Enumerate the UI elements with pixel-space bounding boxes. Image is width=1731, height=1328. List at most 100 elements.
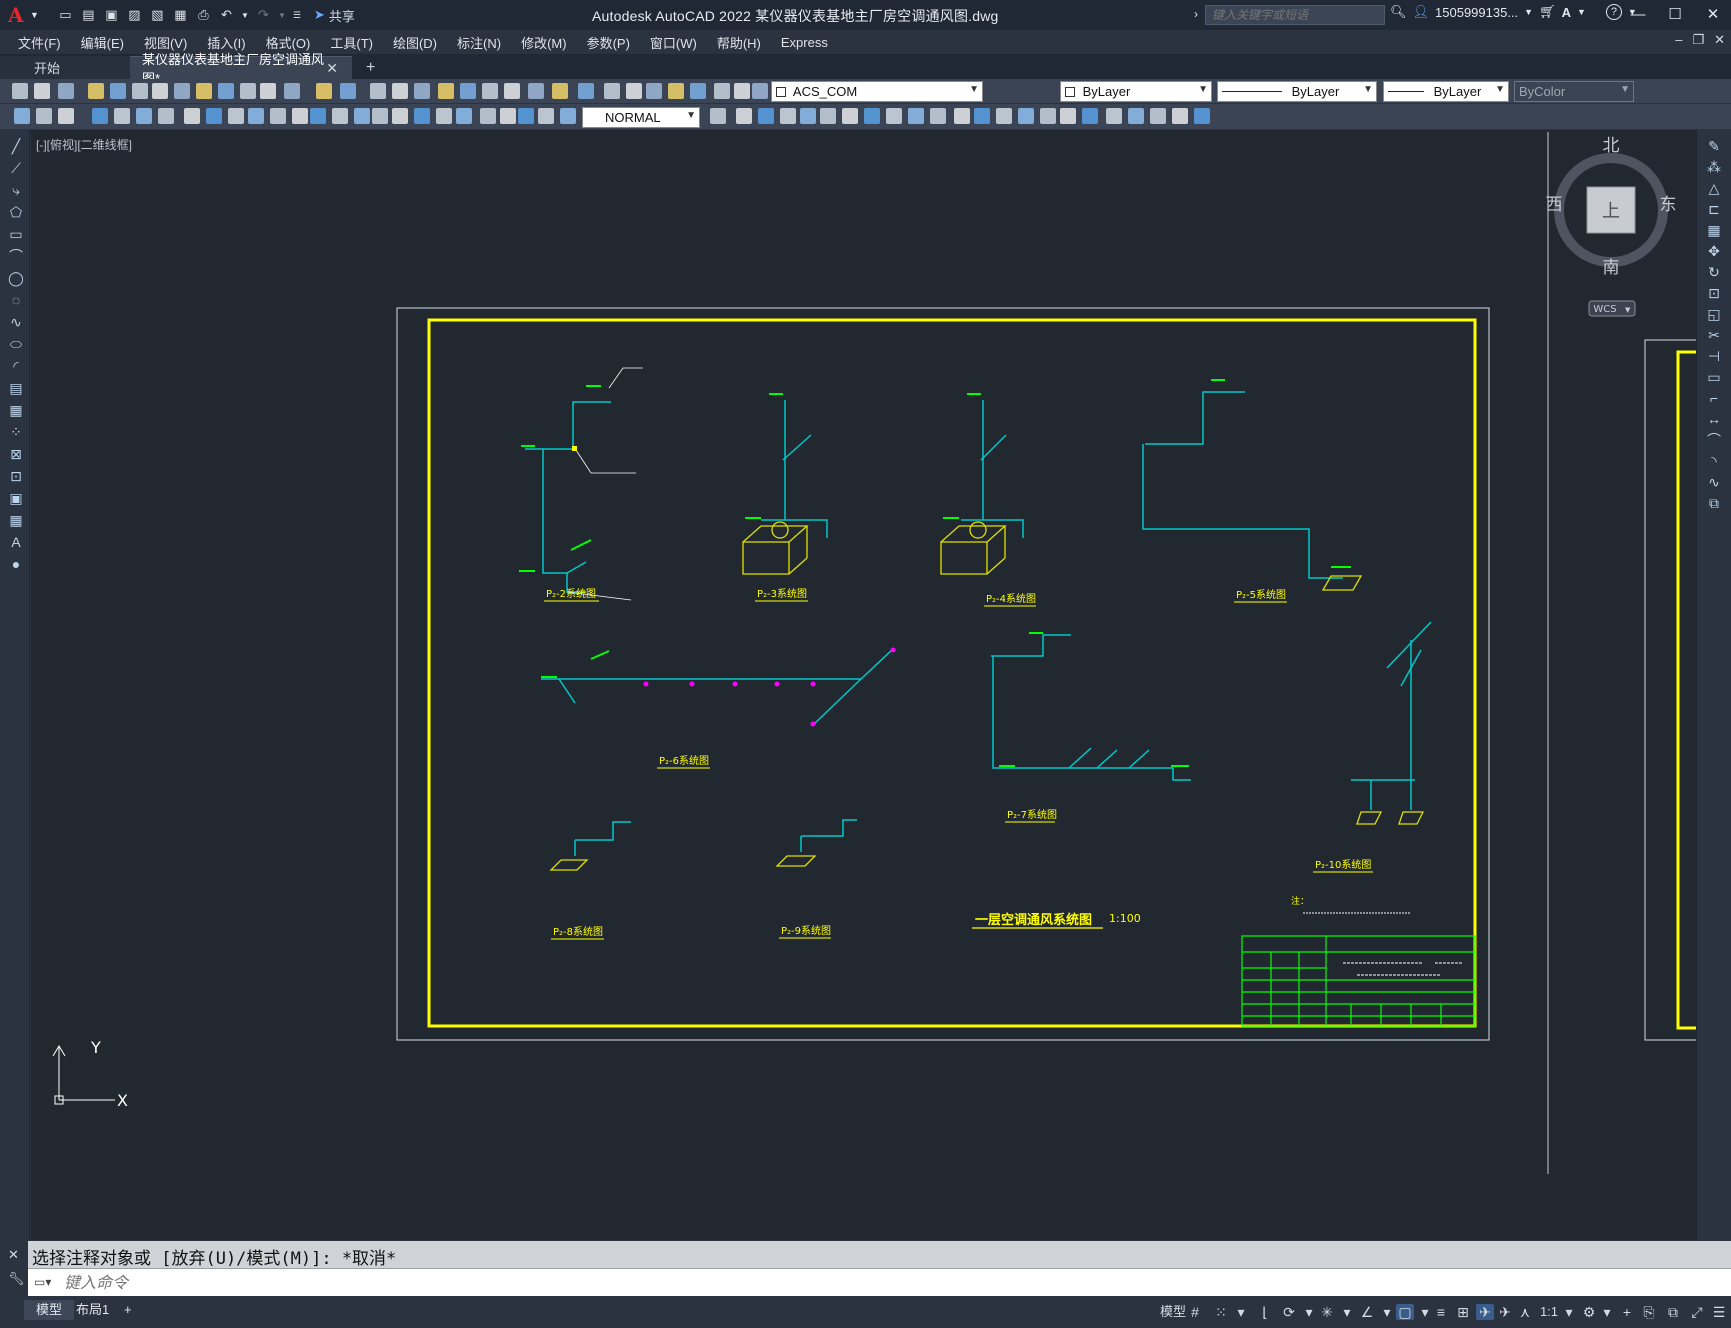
dimension-tool-icon[interactable] xyxy=(820,108,836,124)
dimension-tool-icon[interactable] xyxy=(1040,108,1056,124)
autocad-logo-icon[interactable]: A xyxy=(8,3,24,27)
help-dropdown-icon[interactable]: ▼ xyxy=(1627,7,1637,17)
command-line-grip[interactable]: ✕ 🔧︎ xyxy=(0,1241,28,1296)
wcs-menu[interactable]: WCS ▼ xyxy=(1588,300,1636,317)
viewcube[interactable]: 上 北 南 西 东 xyxy=(1546,136,1677,278)
standard-tool-icon[interactable] xyxy=(690,83,706,99)
command-customize-icon[interactable]: 🔧︎ xyxy=(8,1271,25,1286)
transparency-icon[interactable]: ⊞ xyxy=(1457,1304,1469,1320)
dimension-tool-icon[interactable] xyxy=(114,108,130,124)
draw-tool-icon[interactable]: ⊠ xyxy=(10,446,22,462)
menu-item-3[interactable]: 插入(I) xyxy=(207,35,246,51)
clean-screen-icon[interactable]: ⤢ xyxy=(1691,1304,1703,1320)
open-file-icon[interactable]: ▤ xyxy=(82,7,95,22)
modify-tool-icon[interactable]: ⧉ xyxy=(1709,495,1719,511)
dimension-tool-icon[interactable] xyxy=(58,108,74,124)
dimension-tool-icon[interactable] xyxy=(436,108,452,124)
dimension-tool-icon[interactable] xyxy=(886,108,902,124)
standard-tool-icon[interactable] xyxy=(88,83,104,99)
menu-item-10[interactable]: 窗口(W) xyxy=(649,35,697,51)
dimension-tool-icon[interactable] xyxy=(92,108,108,124)
dimension-tool-icon[interactable] xyxy=(332,108,348,124)
standard-tool-icon[interactable] xyxy=(174,83,190,99)
drawing-canvas[interactable]: [-][俯视][二维线框] xyxy=(31,130,1696,1240)
draw-tool-icon[interactable]: ▦ xyxy=(9,402,23,418)
standard-tool-icon[interactable] xyxy=(414,83,430,99)
dimension-tool-icon[interactable] xyxy=(184,108,200,124)
command-line[interactable]: ▭▾ xyxy=(28,1268,1731,1296)
draw-tool-icon[interactable]: A xyxy=(11,534,21,550)
dimension-tool-icon[interactable] xyxy=(36,108,52,124)
modify-tool-icon[interactable]: △ xyxy=(1708,180,1720,196)
search-input[interactable] xyxy=(1205,5,1385,25)
standard-tool-icon[interactable] xyxy=(752,83,768,99)
modify-tool-icon[interactable]: ⊏ xyxy=(1708,201,1720,217)
auto-scale-icon[interactable]: ✈ xyxy=(1499,1304,1511,1320)
draw-tool-icon[interactable]: ⌒ xyxy=(9,248,23,264)
dimension-tool-icon[interactable] xyxy=(206,108,222,124)
tab-layout1[interactable]: 布局1 xyxy=(76,1302,110,1317)
dimension-tool-icon[interactable] xyxy=(1060,108,1076,124)
snap-icon[interactable]: ⁙ xyxy=(1215,1304,1227,1320)
standard-tool-icon[interactable] xyxy=(668,83,684,99)
dimension-tool-icon[interactable] xyxy=(864,108,880,124)
draw-tool-icon[interactable]: ⬭ xyxy=(10,336,22,352)
menu-item-1[interactable]: 编辑(E) xyxy=(80,35,124,51)
polar-icon[interactable]: ⟳ xyxy=(1283,1304,1295,1320)
draw-tool-icon[interactable]: ⁘ xyxy=(10,424,22,440)
plot-icon[interactable]: ⎙ xyxy=(198,7,209,22)
close-button[interactable]: ✕ xyxy=(1706,6,1720,23)
menu-item-9[interactable]: 参数(P) xyxy=(586,35,630,51)
new-file-icon[interactable]: ▭ xyxy=(59,7,72,22)
standard-tool-icon[interactable] xyxy=(12,83,28,99)
draw-tool-icon[interactable]: ▭ xyxy=(9,226,23,242)
customization-icon[interactable]: ☰ xyxy=(1712,1304,1726,1320)
modify-tool-icon[interactable]: ∿ xyxy=(1708,474,1720,490)
dimension-tool-icon[interactable] xyxy=(736,108,752,124)
dimension-tool-icon[interactable] xyxy=(136,108,152,124)
doc-restore-icon[interactable]: ❐ xyxy=(1692,32,1705,47)
dimension-tool-icon[interactable] xyxy=(500,108,516,124)
dimension-tool-icon[interactable] xyxy=(310,108,326,124)
modify-tool-icon[interactable]: ▦ xyxy=(1707,222,1721,238)
modify-tool-icon[interactable]: ⌐ xyxy=(1709,390,1719,406)
draw-tool-icon[interactable]: ⤷ xyxy=(12,182,20,198)
annotation-scale-value[interactable]: 1:1 xyxy=(1539,1304,1559,1319)
dimension-tool-icon[interactable] xyxy=(758,108,774,124)
draw-tool-icon[interactable]: ∿ xyxy=(10,314,22,330)
standard-tool-icon[interactable] xyxy=(152,83,168,99)
share-button[interactable]: ➤ 共享 xyxy=(314,6,355,25)
dimension-tool-icon[interactable] xyxy=(372,108,388,124)
menu-item-11[interactable]: 帮助(H) xyxy=(716,35,761,51)
standard-tool-icon[interactable] xyxy=(284,83,300,99)
user-icon[interactable]: 👤︎ xyxy=(1412,4,1430,19)
modify-tool-icon[interactable]: ✎ xyxy=(1708,138,1720,154)
save-to-web-icon[interactable]: ▦ xyxy=(174,7,187,22)
standard-tool-icon[interactable] xyxy=(578,83,594,99)
undo-dropdown-icon[interactable]: ▼ xyxy=(240,10,249,20)
draw-tool-icon[interactable]: ◜ xyxy=(13,358,19,374)
undo-icon[interactable]: ↶ xyxy=(220,7,232,22)
object-snap-icon[interactable]: ▢ xyxy=(1396,1304,1414,1320)
viewport-controls[interactable]: [-][俯视][二维线框] xyxy=(36,138,133,152)
menu-item-8[interactable]: 修改(M) xyxy=(521,35,567,51)
menu-item-12[interactable]: Express xyxy=(780,34,828,50)
snap-dropdown-icon[interactable]: ▾ xyxy=(1237,1304,1245,1320)
standard-tool-icon[interactable] xyxy=(460,83,476,99)
maximize-button[interactable]: ☐ xyxy=(1668,6,1682,23)
dimension-tool-icon[interactable] xyxy=(1082,108,1098,124)
text-style-dropdown[interactable]: NORMAL ▼ xyxy=(582,107,700,128)
standard-tool-icon[interactable] xyxy=(34,83,50,99)
standard-tool-icon[interactable] xyxy=(218,83,234,99)
standard-tool-icon[interactable] xyxy=(438,83,454,99)
modify-tool-icon[interactable]: ✥ xyxy=(1708,243,1720,259)
isodraft-dropdown-icon[interactable]: ▾ xyxy=(1343,1304,1351,1320)
units-icon[interactable]: ⎘ xyxy=(1643,1304,1655,1320)
save-as-icon[interactable]: ▨ xyxy=(128,7,141,22)
standard-tool-icon[interactable] xyxy=(528,83,544,99)
dimension-tool-icon[interactable] xyxy=(228,108,244,124)
modify-tool-icon[interactable]: ▭ xyxy=(1707,369,1721,385)
standard-tool-icon[interactable] xyxy=(260,83,276,99)
tracking-dropdown-icon[interactable]: ▾ xyxy=(1383,1304,1391,1320)
command-close-icon[interactable]: ✕ xyxy=(8,1247,19,1262)
